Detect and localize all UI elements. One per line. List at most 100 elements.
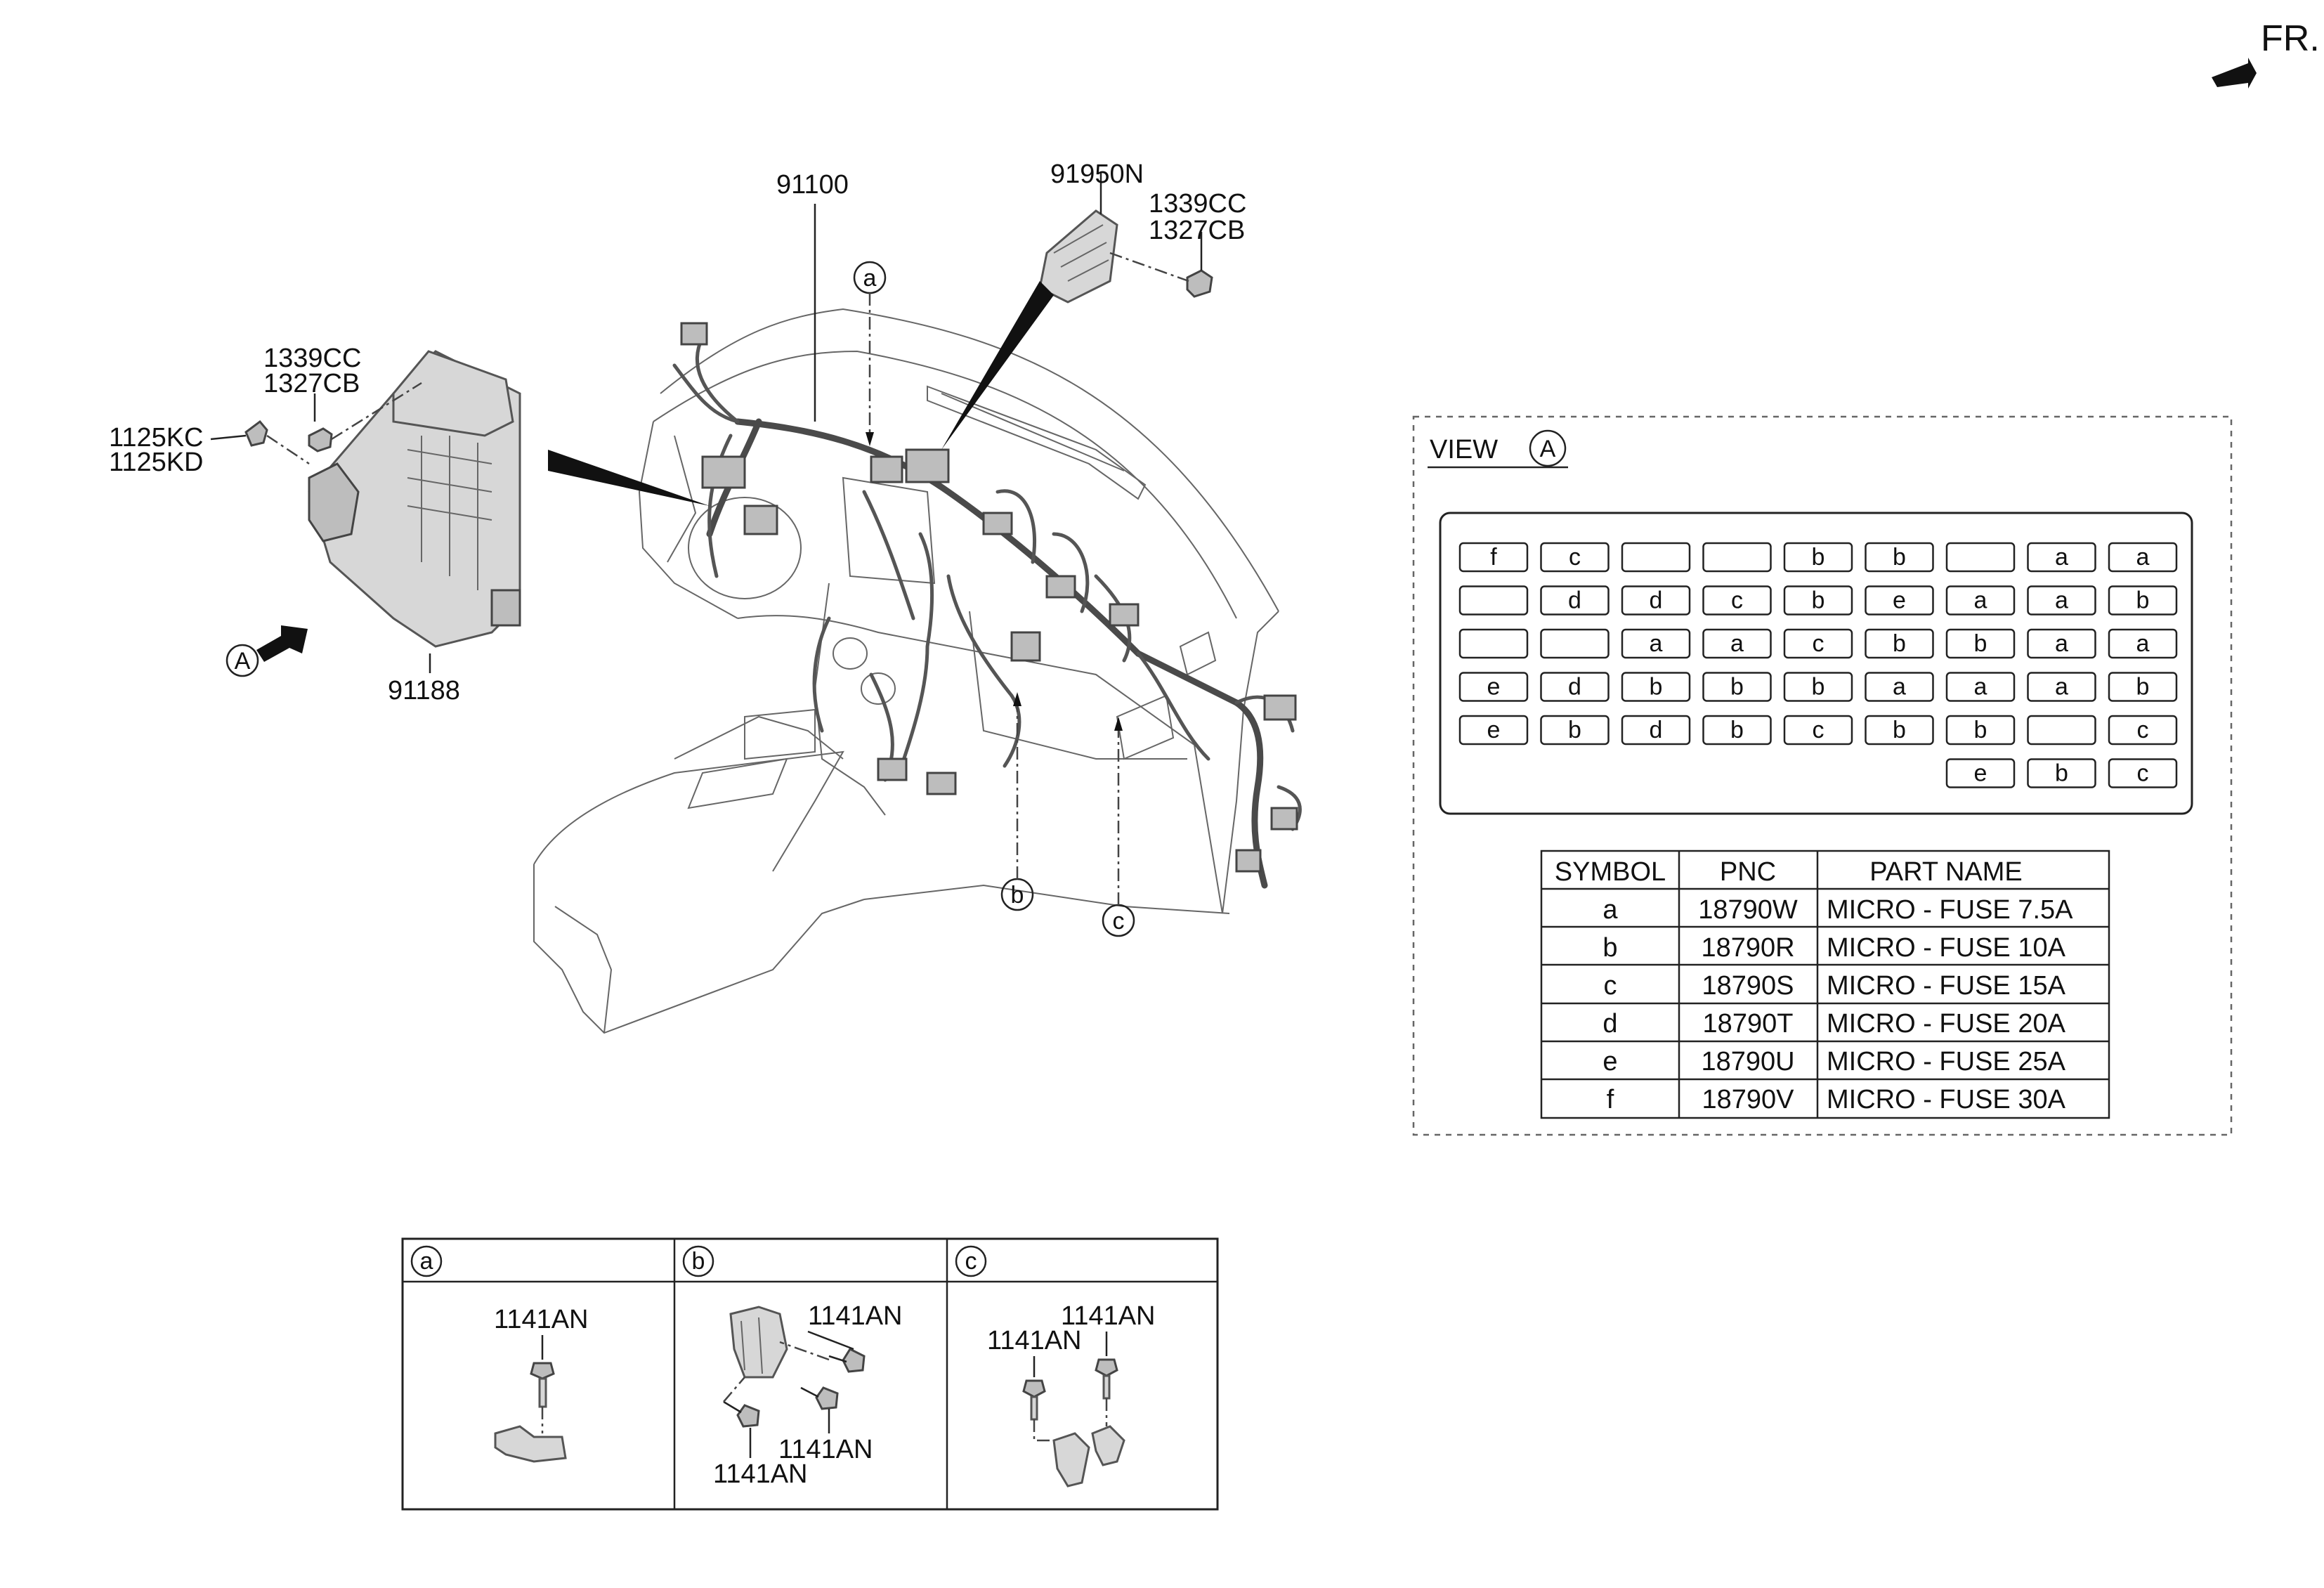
- jb-screw-1327cb: 1327CB: [263, 369, 360, 398]
- fuse-slot: [1702, 672, 1772, 702]
- fuse-slot: [1865, 672, 1934, 702]
- fuse-slot-label: a: [1730, 630, 1744, 657]
- fuse-slot: [1458, 542, 1529, 573]
- legend-row-pnc: 18790T: [1703, 1009, 1794, 1039]
- legend-row-part-name: MICRO - FUSE 7.5A: [1827, 895, 2073, 925]
- fuse-slot-label: b: [1974, 717, 1987, 743]
- legend-row-part-name: MICRO - FUSE 30A: [1827, 1085, 2066, 1114]
- jb-screw-1339cc: 1339CC: [263, 344, 361, 373]
- fuse-slot: [1783, 542, 1853, 573]
- detail-a-bolt-label: 1141AN: [494, 1305, 589, 1334]
- callout-a: a: [863, 265, 877, 292]
- fuse-slot: [1865, 585, 1934, 616]
- bolt-icon: [800, 1386, 839, 1410]
- detail-b-bolt-label-bottom: 1141AN: [713, 1459, 808, 1489]
- fuse-slot: [1783, 715, 1853, 746]
- fuse-slot-label: a: [1974, 674, 1987, 701]
- junction-box: [244, 350, 710, 662]
- fuse-slot-label: d: [1568, 674, 1581, 701]
- detail-b-tag: b: [692, 1248, 705, 1275]
- fuse-slot: [1540, 672, 1610, 702]
- fuse-slot-label: d: [1568, 587, 1581, 614]
- fuse-slot-label: b: [2055, 760, 2068, 787]
- fuse-slot-label: a: [1974, 587, 1987, 614]
- fuse-slot: [1702, 628, 1772, 659]
- fuse-slot-label: a: [2055, 587, 2068, 614]
- legend-row-symbol: c: [1604, 971, 1617, 1001]
- legend-row-part-name: MICRO - FUSE 25A: [1827, 1047, 2066, 1076]
- fuse-slot: [1945, 672, 2016, 702]
- fuse-slot-label: c: [2137, 717, 2149, 743]
- fuse-slot: [1621, 672, 1691, 702]
- fuse-slot: [2108, 758, 2178, 788]
- legend-header-part-name: PART NAME: [1869, 857, 2023, 887]
- fuse-slot: [1865, 715, 1934, 746]
- fuse-slot: [1945, 715, 2016, 746]
- fuse-slot-label: a: [2055, 630, 2068, 657]
- fuse-slot: [1540, 542, 1610, 573]
- legend-row-pnc: 18790W: [1698, 895, 1798, 925]
- fuse-slot-label: b: [1974, 630, 1987, 657]
- detail-b-bolt-label-mid: 1141AN: [778, 1435, 873, 1464]
- fuse-slot: [1945, 758, 2016, 788]
- harness-part-number: 91100: [776, 170, 849, 200]
- fuse-slot-label: b: [1812, 587, 1825, 614]
- legend-header-pnc: PNC: [1720, 857, 1776, 887]
- fuse-slot: [2027, 758, 2096, 788]
- fuse-slot: [2027, 585, 2096, 616]
- fuse-slot-label: e: [1893, 587, 1906, 614]
- fuse-slot-label: b: [1893, 630, 1906, 657]
- legend-row-symbol: f: [1607, 1085, 1614, 1114]
- fuse-slot-label: c: [1813, 630, 1824, 657]
- fuse-slot-label: d: [1650, 717, 1663, 743]
- legend-row-part-name: MICRO - FUSE 20A: [1827, 1009, 2066, 1039]
- fuse-slot-label: f: [1490, 544, 1497, 571]
- bolt-icon: [1022, 1379, 1046, 1421]
- fuse-slot-label: b: [1568, 717, 1581, 743]
- fuse-slot: [2108, 585, 2178, 616]
- fuse-slot-label: b: [2136, 674, 2150, 701]
- junction-box-part-number: 91188: [388, 676, 460, 705]
- fuse-slot-label: c: [1731, 587, 1743, 614]
- fuse-slot: [1458, 715, 1529, 746]
- fuse-slot: [1458, 672, 1529, 702]
- detail-c-bolt-label-right: 1141AN: [1061, 1301, 1156, 1331]
- fuse-slot: [2108, 542, 2178, 573]
- fuse-slot-label: a: [2136, 630, 2150, 657]
- callout-b: b: [1011, 882, 1024, 909]
- fuse-slot: [1702, 715, 1772, 746]
- jb-bolt-1125kc: 1125KC: [109, 423, 204, 453]
- module-screw-1327cb: 1327CB: [1149, 216, 1245, 245]
- fuse-slot: [2108, 628, 2178, 659]
- view-a-marker: A: [235, 648, 251, 675]
- fuse-slot-label: b: [2136, 587, 2150, 614]
- fuse-slot: [1783, 628, 1853, 659]
- fuse-slot: [2027, 672, 2096, 702]
- view-prefix: VIEW: [1430, 435, 1498, 464]
- detail-table: a 1141AN b 1141AN 1141AN 1141AN: [401, 1237, 1219, 1511]
- legend-row-symbol: a: [1602, 895, 1618, 925]
- bolt-icon: [723, 1400, 760, 1428]
- fuse-slot-label: c: [2137, 760, 2149, 787]
- fuse-slot: [1865, 628, 1934, 659]
- main-wiring-harness: [672, 322, 1302, 889]
- view-marker: A: [1540, 436, 1556, 462]
- fuse-slot: [1540, 628, 1610, 659]
- module-part-number: 91950N: [1050, 160, 1144, 189]
- legend-row-symbol: d: [1602, 1009, 1617, 1039]
- bolt-icon: [530, 1362, 555, 1408]
- detail-c-tag: c: [965, 1248, 977, 1275]
- legend-row-pnc: 18790R: [1701, 933, 1794, 963]
- front-label: FR.: [2261, 18, 2320, 59]
- front-arrow-icon: [2212, 58, 2257, 89]
- fuse-slot: [2108, 672, 2178, 702]
- fuse-slot: [2027, 542, 2096, 573]
- module-screw-1339cc: 1339CC: [1149, 189, 1246, 219]
- legend-row-part-name: MICRO - FUSE 10A: [1827, 933, 2066, 963]
- electronic-module: [941, 209, 1213, 450]
- fuse-slot: [1621, 542, 1691, 573]
- legend-row-part-name: MICRO - FUSE 15A: [1827, 971, 2066, 1001]
- fuse-slot: [1621, 628, 1691, 659]
